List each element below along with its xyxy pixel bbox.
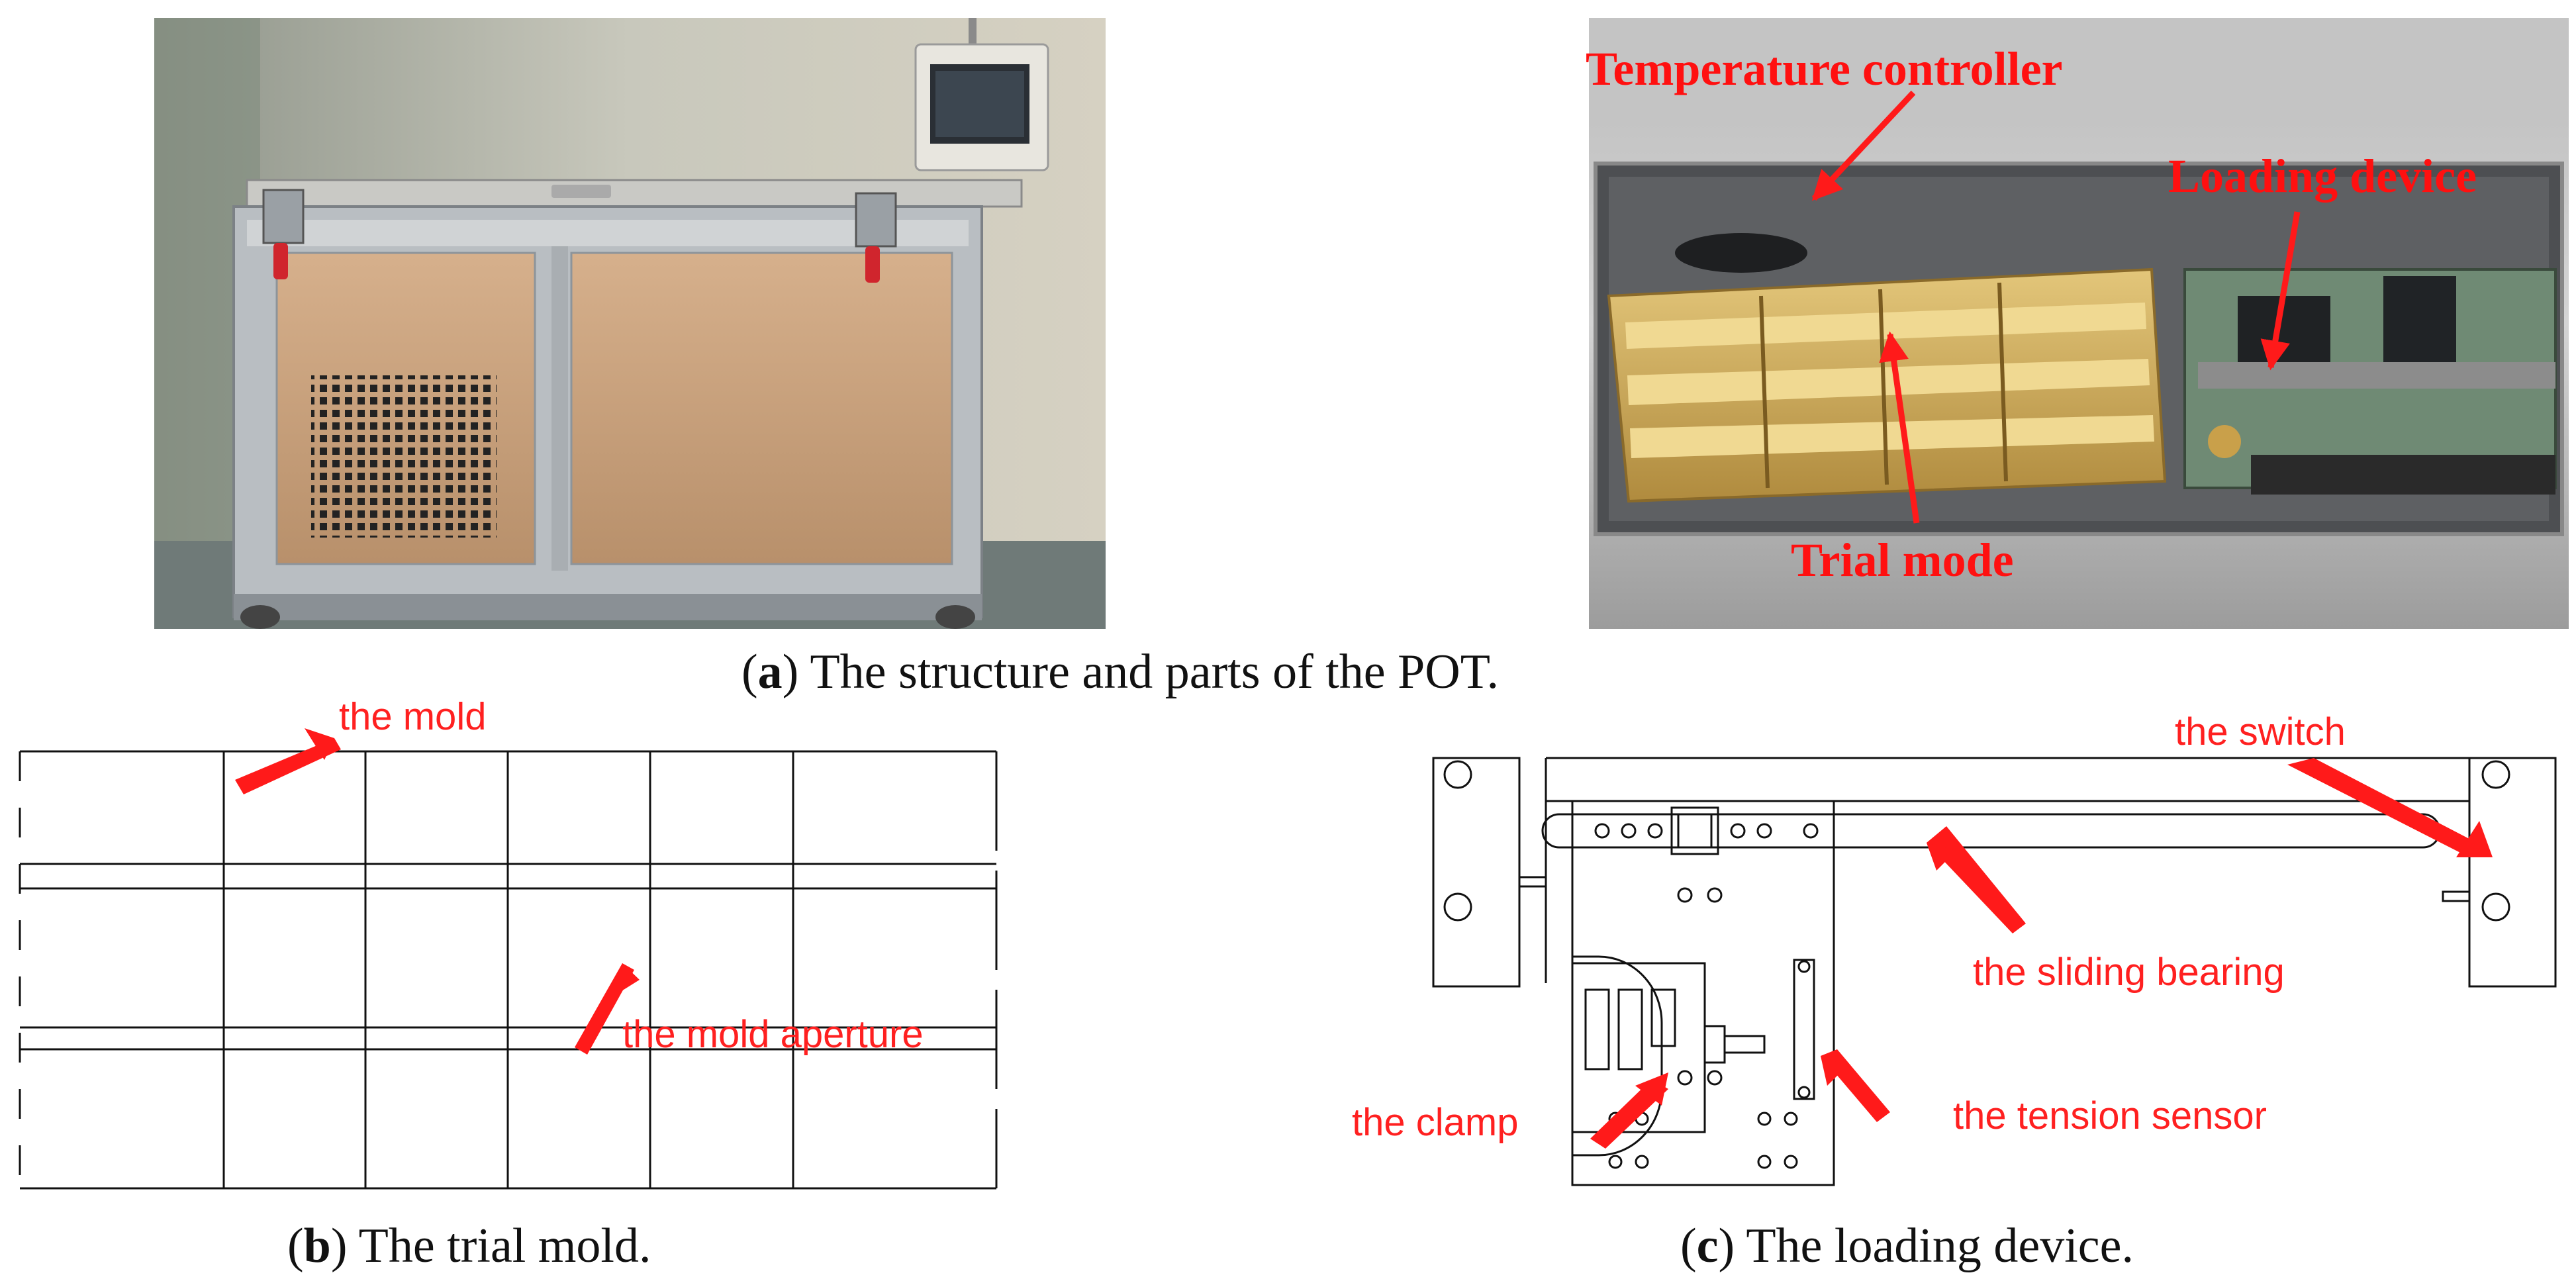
trial-mold-drawing: the mold the mold aperture: [19, 702, 998, 1190]
loading-device-drawing: the switch the sliding bearing the clamp…: [1352, 710, 2557, 1186]
loading-device-arrows: [1590, 758, 2493, 1149]
label-the-sliding-bearing: the sliding bearing: [1973, 951, 2285, 994]
label-loading-device: Loading device: [2168, 150, 2477, 203]
caption-b-text: The trial mold.: [347, 1219, 651, 1273]
label-temperature-controller: Temperature controller: [1586, 42, 2063, 95]
caption-c-letter: c: [1696, 1219, 1719, 1273]
caption-a-text: The structure and parts of the POT.: [798, 645, 1499, 699]
caption-b-letter: b: [303, 1219, 331, 1273]
arrow-trial-mode: [1879, 331, 1920, 524]
label-the-mold-aperture: the mold aperture: [622, 1013, 924, 1056]
caption-a: (a) The structure and parts of the POT.: [741, 645, 1499, 699]
arrow-temperature-controller: [1811, 90, 1916, 201]
caption-c-text: The loading device.: [1735, 1219, 2134, 1273]
caption-a-letter: a: [757, 645, 783, 699]
photo-pot-cabinet: [154, 18, 1106, 629]
caption-b: (b) The trial mold.: [287, 1219, 651, 1273]
label-trial-mode: Trial mode: [1791, 534, 2014, 587]
label-the-tension-sensor: the tension sensor: [1953, 1094, 2267, 1137]
mold-arrows: [235, 728, 640, 1055]
photo-pot-interior: [1589, 18, 2569, 629]
loading-device-hardware: [2183, 268, 2557, 495]
brass-trial-mold: [1607, 267, 2167, 503]
label-the-clamp: the clamp: [1352, 1101, 1518, 1144]
caption-c: (c) The loading device.: [1680, 1219, 2134, 1273]
label-the-mold: the mold: [339, 702, 486, 738]
label-the-switch: the switch: [2175, 710, 2346, 753]
arrow-loading-device: [2260, 211, 2301, 371]
